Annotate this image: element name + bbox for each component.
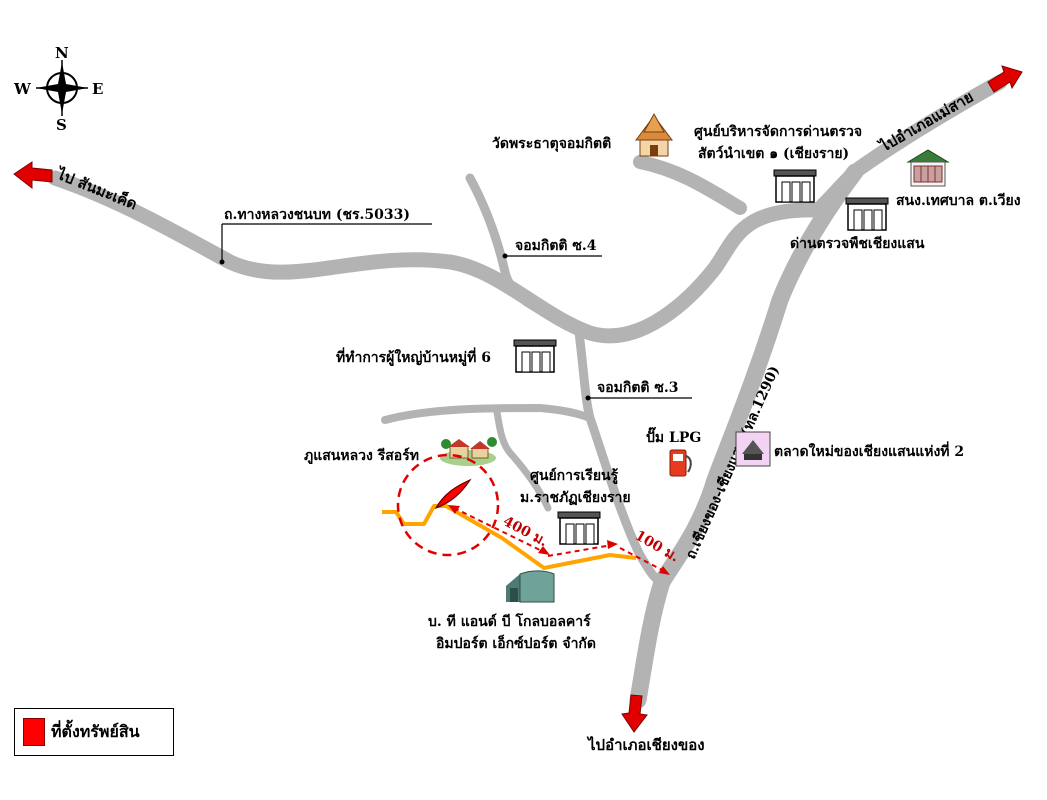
arrow-left-icon	[13, 161, 53, 190]
label-road-rural: ถ.ทางหลวงชนบท (ชร.5033)	[219, 207, 432, 265]
roof	[557, 511, 601, 519]
label-soi-4: จอมกิตติ ซ.4	[502, 238, 602, 259]
door	[873, 209, 883, 231]
arrow-up-right-icon	[987, 65, 1023, 93]
road-temple	[633, 155, 747, 215]
door	[541, 351, 551, 373]
label-animal-office-1: ศูนย์บริหารจัดการด่านตรวจ	[694, 123, 862, 140]
legend-property-label: ที่ตั้งทรัพย์สิน	[51, 721, 140, 741]
temple-door	[650, 145, 658, 156]
road-soi3-text: จอมกิตติ ซ.3	[597, 380, 679, 396]
distance-400-text: 400 ม.	[500, 513, 550, 550]
label-resort: ภูแสนหลวง รีสอร์ท	[304, 447, 419, 464]
resort-house	[471, 447, 489, 459]
arrowhead-icon	[659, 566, 670, 575]
distance-line	[453, 507, 545, 553]
property-area-circle	[396, 453, 500, 557]
pump-screen	[673, 454, 683, 461]
resort-icon	[440, 437, 497, 466]
door	[521, 351, 531, 373]
roof	[906, 149, 950, 163]
roof	[845, 197, 889, 205]
label-to-maesai: ไปอำเภอแม่สาย	[875, 87, 977, 157]
compass-n: N	[55, 44, 69, 62]
door	[565, 523, 575, 545]
door	[531, 351, 541, 373]
arrowhead-icon	[538, 546, 550, 555]
road-soi-3	[573, 320, 667, 587]
pump-body	[669, 449, 687, 477]
label-learning-2: ม.ราชภัฏเชียงราย	[520, 490, 631, 506]
roof	[513, 339, 557, 347]
property-marker-icon	[434, 478, 472, 510]
animal-office-building-icon	[773, 169, 817, 203]
road-network	[47, 74, 1008, 709]
market-tent	[742, 440, 764, 454]
warehouse-icon	[506, 570, 555, 603]
label-soi-3: จอมกิตติ ซ.3	[585, 380, 692, 401]
door	[781, 181, 791, 203]
label-market: ตลาดใหม่ของเชียงแสนแห่งที่ 2	[774, 441, 964, 460]
arrow-to-chiangkhong	[621, 694, 648, 733]
resort-tree	[487, 437, 497, 447]
door	[801, 181, 811, 203]
distance-line	[547, 544, 613, 557]
compass-rose: N S E W	[13, 44, 103, 134]
market-icon	[735, 431, 771, 467]
door	[853, 209, 863, 231]
label-animal-office-2: สัตว์นำเขต ๑ (เชียงราย)	[698, 145, 849, 162]
pump-hose	[685, 455, 692, 473]
resort-roof	[448, 439, 470, 447]
leader-dot	[502, 253, 508, 259]
arrowhead-icon	[448, 505, 460, 514]
door	[585, 523, 595, 545]
compass-s: S	[56, 116, 67, 134]
road-west-branch	[381, 404, 594, 424]
municipality-building-icon	[906, 149, 950, 187]
label-learning-1: ศูนย์การเรียนรู้	[530, 467, 619, 484]
label-lpg: ปั๊ม LPG	[646, 426, 701, 446]
label-municipality: สนง.เทศบาล ต.เวียง	[896, 193, 1021, 209]
road-soi4-text: จอมกิตติ ซ.4	[515, 238, 597, 254]
gas-pump-icon	[669, 449, 692, 477]
road-soi-4	[465, 173, 565, 323]
distance-line-middle	[547, 540, 618, 557]
compass-star-icon	[36, 62, 88, 114]
roof	[773, 169, 817, 177]
arrow-to-maesai	[987, 65, 1023, 93]
temple-roof-top	[643, 112, 665, 133]
village-head-building-icon	[513, 339, 557, 373]
arrow-to-sanmakhet	[13, 161, 53, 190]
label-village-head: ที่ทำการผู้ใหญ่บ้านหมู่ที่ 6	[336, 347, 491, 366]
arrowhead-icon	[607, 540, 618, 549]
door	[863, 209, 873, 231]
compass-w: W	[13, 80, 32, 98]
distance-400: 400 ม.	[448, 505, 550, 555]
label-company-2: อิมปอร์ต เอ็กซ์ปอร์ต จำกัด	[435, 634, 596, 652]
resort-tree	[441, 439, 451, 449]
legend-property-swatch	[23, 718, 45, 746]
door	[791, 181, 801, 203]
resort-roof	[470, 441, 490, 449]
plant-checkpoint-building-icon	[845, 197, 889, 231]
road-highway-1290	[629, 163, 864, 709]
leader-dot	[219, 259, 225, 265]
warehouse-arch	[519, 570, 555, 603]
label-to-chiangkhong: ไปอำเภอเชียงของ	[586, 735, 705, 754]
learning-center-building-icon	[557, 511, 601, 545]
arrow-down-icon	[621, 694, 648, 733]
compass-e: E	[92, 80, 103, 98]
label-plant-checkpoint: ด่านตรวจพืชเชียงแสน	[790, 236, 925, 252]
road-rural-text: ถ.ทางหลวงชนบท (ชร.5033)	[224, 207, 410, 223]
map-legend: ที่ตั้งทรัพย์สิน	[14, 708, 174, 756]
market-stall	[744, 454, 762, 460]
label-company-1: บ. ที แอนด์ บี โกลบอลคาร์	[428, 612, 591, 630]
temple-icon	[635, 112, 673, 157]
leader-dot	[585, 395, 591, 401]
label-temple: วัดพระธาตุจอมกิตติ	[492, 136, 611, 152]
door	[575, 523, 585, 545]
warehouse-door	[510, 588, 518, 602]
road-small-branch	[493, 408, 552, 512]
